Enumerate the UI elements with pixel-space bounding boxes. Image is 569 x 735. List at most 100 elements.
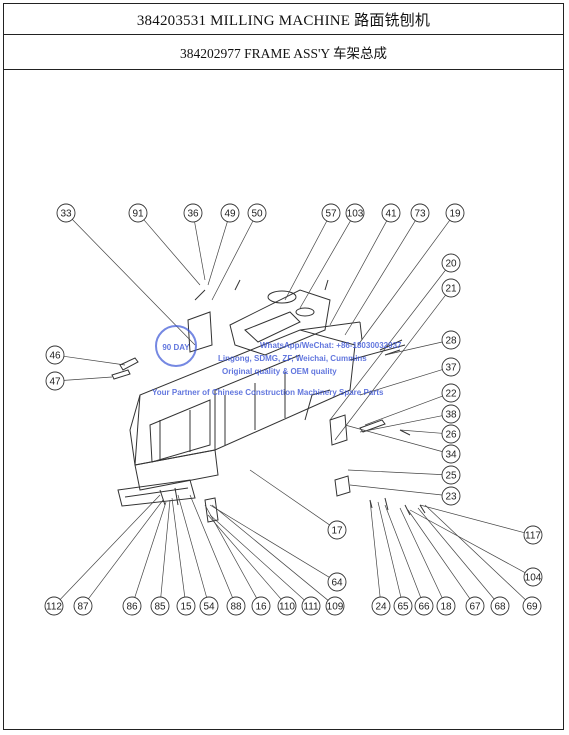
callout-circle bbox=[441, 278, 461, 298]
callout-bubble: 49 bbox=[220, 203, 240, 223]
callout-leader bbox=[364, 395, 443, 426]
callout-number: 49 bbox=[224, 209, 236, 220]
callout-circle bbox=[44, 596, 64, 616]
callout-number: 68 bbox=[494, 602, 506, 613]
callout-number: 50 bbox=[251, 209, 263, 220]
callout-bubble: 110 bbox=[277, 596, 297, 616]
callout-leader bbox=[299, 220, 351, 309]
callout-circle bbox=[325, 596, 345, 616]
callout-bubble: 66 bbox=[414, 596, 434, 616]
callout-bubble: 69 bbox=[522, 596, 542, 616]
callout-bubble: 54 bbox=[199, 596, 219, 616]
callout-bubble: 22 bbox=[441, 383, 461, 403]
callout-bubble: 16 bbox=[251, 596, 271, 616]
callout-leader bbox=[194, 221, 206, 281]
callout-circle bbox=[122, 596, 142, 616]
callout-circle bbox=[327, 572, 347, 592]
callout-leader bbox=[409, 509, 526, 574]
callout-number: 15 bbox=[180, 602, 192, 613]
callout-leader bbox=[207, 514, 282, 600]
callout-circle bbox=[436, 596, 456, 616]
callout-circle bbox=[226, 596, 246, 616]
callout-circle bbox=[445, 203, 465, 223]
callout-circle bbox=[277, 596, 297, 616]
callout-leader bbox=[399, 507, 443, 599]
callout-number: 66 bbox=[418, 602, 430, 613]
callout-bubble: 24 bbox=[371, 596, 391, 616]
callout-leader bbox=[249, 469, 330, 526]
callout-bubble: 21 bbox=[441, 278, 461, 298]
callout-bubble: 47 bbox=[45, 371, 65, 391]
callout-bubble: 87 bbox=[73, 596, 93, 616]
callout-circle bbox=[441, 404, 461, 424]
callout-number: 37 bbox=[445, 363, 457, 374]
callout-number: 16 bbox=[255, 602, 267, 613]
callout-number: 111 bbox=[303, 602, 319, 613]
callout-number: 87 bbox=[77, 602, 89, 613]
callout-bubble: 26 bbox=[441, 424, 461, 444]
callout-leader bbox=[72, 219, 196, 346]
callout-leader bbox=[357, 220, 450, 346]
callout-circle bbox=[251, 596, 271, 616]
callout-circle bbox=[45, 345, 65, 365]
callout-number: 117 bbox=[525, 531, 541, 542]
callout-circle bbox=[393, 596, 413, 616]
callout-number: 26 bbox=[445, 430, 457, 441]
callout-leader bbox=[284, 220, 328, 301]
callout-circle bbox=[199, 596, 219, 616]
callout-bubble: 19 bbox=[445, 203, 465, 223]
watermark-line-2: Lingong, SDMG, ZF, Weichai, Cummins bbox=[218, 354, 367, 363]
callout-leader bbox=[160, 499, 171, 598]
callout-number: 54 bbox=[203, 602, 215, 613]
callout-leader bbox=[207, 221, 228, 286]
callout-number: 47 bbox=[49, 377, 61, 388]
callout-number: 34 bbox=[445, 450, 457, 461]
callout-leader bbox=[171, 497, 186, 598]
callout-leader bbox=[329, 220, 388, 326]
callout-number: 21 bbox=[445, 284, 457, 295]
callout-bubble: 36 bbox=[183, 203, 203, 223]
callout-circle bbox=[128, 203, 148, 223]
callout-circle bbox=[523, 567, 543, 587]
callout-circle bbox=[45, 371, 65, 391]
callout-bubble: 111 bbox=[301, 596, 321, 616]
callout-number: 17 bbox=[331, 526, 343, 537]
callout-circle bbox=[381, 203, 401, 223]
callout-number: 57 bbox=[325, 209, 337, 220]
callout-bubble: 117 bbox=[523, 525, 543, 545]
callout-circle bbox=[410, 203, 430, 223]
callout-number: 36 bbox=[187, 209, 199, 220]
callout-circle bbox=[321, 203, 341, 223]
callout-circle bbox=[490, 596, 510, 616]
callout-bubble: 37 bbox=[441, 357, 461, 377]
callout-leader bbox=[359, 369, 443, 396]
callout-number: 19 bbox=[449, 209, 461, 220]
callout-leader bbox=[419, 504, 525, 534]
callout-number: 103 bbox=[347, 209, 364, 220]
callout-number: 46 bbox=[49, 351, 61, 362]
callout-bubble: 104 bbox=[523, 567, 543, 587]
watermark-badge-text: 90 DAY bbox=[162, 343, 190, 352]
callout-number: 67 bbox=[469, 602, 481, 613]
watermark-line-4: Your Partner of Chinese Construction Mac… bbox=[152, 388, 384, 397]
callout-leader bbox=[189, 494, 233, 598]
frame-assembly-drawing bbox=[111, 279, 426, 523]
callout-circle bbox=[301, 596, 321, 616]
callout-number: 86 bbox=[126, 602, 138, 613]
callout-number: 91 bbox=[132, 209, 144, 220]
callout-number: 22 bbox=[445, 389, 457, 400]
callout-circle bbox=[73, 596, 93, 616]
callout-number: 41 bbox=[385, 209, 397, 220]
callout-leader bbox=[417, 507, 495, 600]
callout-number: 69 bbox=[526, 602, 538, 613]
callout-circle bbox=[371, 596, 391, 616]
callout-number: 33 bbox=[60, 209, 72, 220]
callout-number: 18 bbox=[440, 602, 452, 613]
callout-circle bbox=[176, 596, 196, 616]
callout-circle bbox=[327, 520, 347, 540]
callout-circle bbox=[523, 525, 543, 545]
callout-leader bbox=[407, 509, 471, 599]
watermark-line-3: Original quality & OEM quality bbox=[222, 367, 337, 376]
callout-bubble: 112 bbox=[44, 596, 64, 616]
callout-circle bbox=[414, 596, 434, 616]
